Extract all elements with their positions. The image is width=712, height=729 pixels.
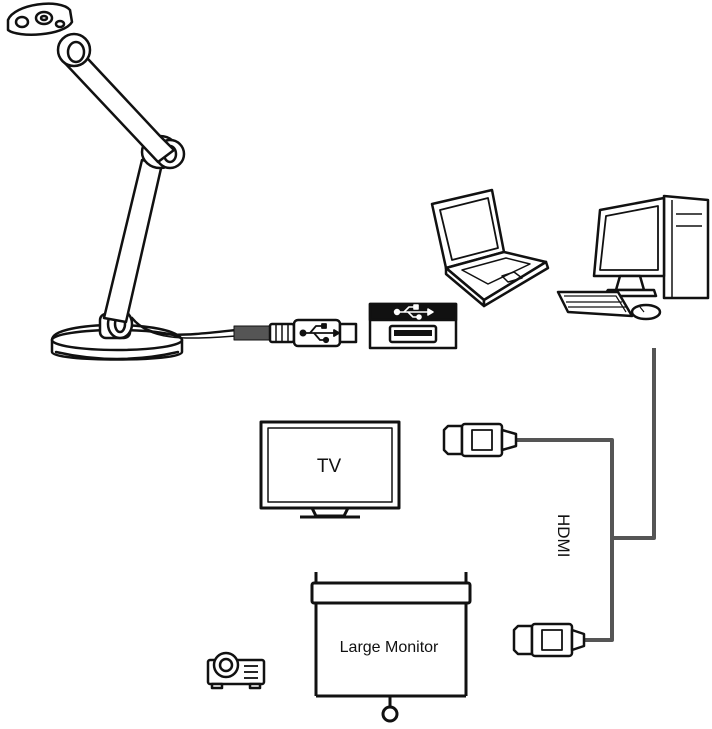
tv-label: TV xyxy=(317,456,342,477)
camera-lower-arm xyxy=(104,160,162,322)
desktop-computer xyxy=(558,196,708,319)
document-camera xyxy=(8,4,270,360)
hdmi-label: HDMI xyxy=(554,514,573,557)
camera-head-joint xyxy=(58,34,90,66)
usb-plug xyxy=(270,320,356,346)
hdmi-cable xyxy=(516,348,654,640)
camera-head xyxy=(8,4,72,35)
projector-icon xyxy=(208,653,264,688)
laptop xyxy=(432,190,548,306)
cable-strain-relief xyxy=(234,326,270,340)
pc-mouse xyxy=(632,305,660,319)
pc-keyboard xyxy=(558,292,632,316)
pc-tower xyxy=(664,196,708,298)
hdmi-connector-monitor xyxy=(514,624,584,656)
hdmi-connector-tv xyxy=(444,424,516,456)
large-monitor-label: Large Monitor xyxy=(340,639,439,656)
pc-monitor xyxy=(594,198,664,296)
usb-port xyxy=(370,304,456,348)
